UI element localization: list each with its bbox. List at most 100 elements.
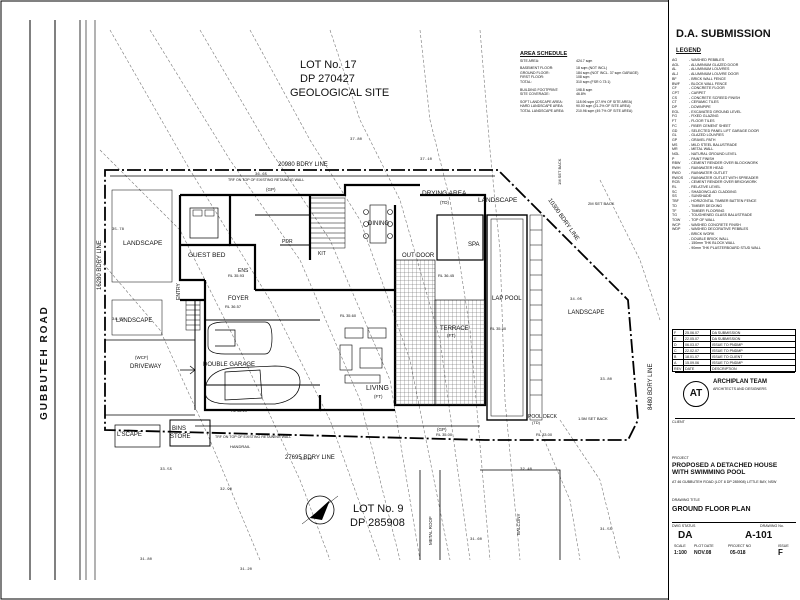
area-key: SOFT LANDSCAPE AREA: <box>520 99 563 104</box>
svg-text:RL 36.10: RL 36.10 <box>231 408 248 413</box>
svg-text:GEOLOGICAL SITE: GEOLOGICAL SITE <box>290 87 389 99</box>
svg-text:RL 35.93: RL 35.93 <box>228 273 245 278</box>
legend-item: TD- TIMBER DECKING <box>672 204 796 209</box>
legend-code: ALJ <box>672 72 679 77</box>
room-landscape-nw: LANDSCAPE <box>123 240 163 247</box>
svg-text:RL 36.45: RL 36.45 <box>438 273 455 278</box>
legend-description: - FIXED GLAZING <box>689 114 719 119</box>
area-key: TOTAL LANDSCAPE AREA: <box>520 108 565 113</box>
status-label: DWG STATUS <box>672 524 696 528</box>
room-landscape-e: LANDSCAPE <box>568 310 604 316</box>
room-entry: ENTRY <box>176 282 182 300</box>
legend-code: AL <box>672 67 677 72</box>
legend-description: - MILD STEEL BALUSTRADE <box>689 142 737 147</box>
legend-item: TG- TOUGHENED GLASS BALUSTRADE <box>672 213 796 218</box>
client-label: CLIENT <box>672 420 685 424</box>
svg-text:(WCF): (WCF) <box>135 355 149 360</box>
svg-text:32.40: 32.40 <box>520 468 533 472</box>
legend-code: TG <box>672 213 677 218</box>
drawing-no-label: DRAWING No. <box>760 524 784 528</box>
svg-text:DP 285908: DP 285908 <box>350 517 405 529</box>
room-landscape-ne: LANDSCAPE <box>478 197 518 204</box>
area-key: FIRST FLOOR: <box>520 75 545 80</box>
room-kit: KIT <box>318 251 326 257</box>
project-no-label: PROJECT NO <box>728 544 752 548</box>
legend-item: SC- SHADOWCLAD CLADDING <box>672 190 796 195</box>
legend-description: - GLAZED LOUVRES <box>689 133 724 138</box>
legend-description: - RAINWATER HEAD <box>689 166 724 171</box>
legend-description: - METAL WALL <box>689 147 714 152</box>
room-lscape: L'SCAPE <box>117 432 142 438</box>
legend-item: RBW- CEMENT RENDER OVER BLOCKWORK <box>672 161 796 166</box>
legend-code: RWOS <box>672 175 684 180</box>
room-terrace: TERRACE <box>440 326 469 332</box>
area-value: 184 sqm (NOT INCL. 37 sqm GARAGE) <box>576 70 639 75</box>
metal-roof-label: METAL ROOF <box>428 516 433 545</box>
retaining-top-label: TRF ON TOP OF EXISTING RETAINING WALL <box>228 178 304 182</box>
landscape-hatch-w <box>111 299 163 336</box>
terrace-tiles <box>394 259 436 406</box>
room-foyer: FOYER <box>228 296 249 302</box>
area-row: BUILDING FOOTPRINT:198.8 sqm <box>520 88 648 93</box>
legend-description: - GRAVEL PATH <box>689 137 716 142</box>
retaining-bottom-label: TRF ON TOP OF EXISTING RETAINING WALL <box>215 435 291 439</box>
legend-item: DP- DOWNPIPE <box>672 105 796 110</box>
legend-description: - CEMENT RENDER OVER BRICKWORK <box>689 180 757 185</box>
legend-item: GP - GRAVEL PATH <box>672 138 796 143</box>
north-arrow-icon <box>301 495 339 525</box>
area-key: SITE COVERAGE: <box>520 92 550 97</box>
area-row: FIRST FLOOR:108 sqm <box>520 75 648 80</box>
legend-description: - TOP OF WALL <box>689 217 716 222</box>
legend-code: CPT <box>672 90 680 95</box>
legend-item: CT- CERAMIC TILES <box>672 100 796 105</box>
svg-text:33.55: 33.55 <box>160 468 173 472</box>
legend-description: - BLOCK WALL FENCE <box>689 81 728 86</box>
dwg-status: DA <box>678 530 693 541</box>
legend-item: WCP- WASHED CONCRETE FINISH <box>672 223 796 228</box>
room-garage: DOUBLE GARAGE <box>203 362 255 368</box>
bins-store <box>169 419 211 447</box>
room-labels: LANDSCAPE GUEST BED ENS PDR KIT DINING D… <box>116 187 604 545</box>
legend-code: GP <box>672 137 678 142</box>
area-value: 90.00 sqm (21.2% OF SITE AREA) <box>576 104 631 109</box>
pool-deck-steps <box>529 214 543 421</box>
legend-description: - DOUBLE BRICK WALL <box>689 236 729 241</box>
svg-text:RL 33.00: RL 33.00 <box>536 432 553 437</box>
lot-south-label: LOT No. 9 DP 285908 <box>350 503 405 529</box>
legend-item: GL- GLAZED LOUVRES <box>672 133 796 138</box>
svg-text:(TD): (TD) <box>532 420 541 425</box>
boundary-top-label: 20980 BDRY LINE <box>278 162 328 168</box>
legend-code: RWO <box>672 170 681 175</box>
legend-item: CPT- CARPET <box>672 91 796 96</box>
legend-item: MR- METAL WALL <box>672 147 796 152</box>
legend-item: RCB- CEMENT RENDER OVER BRICKWORK <box>672 180 796 185</box>
legend-item: AG- WASHED PEBBLES <box>672 58 796 63</box>
legend-item: GD- SELECTED PANEL LIFT GARAGE DOOR <box>672 129 796 134</box>
legend-item: BWF- BLOCK WALL FENCE <box>672 82 796 87</box>
room-landscape-w: LANDSCAPE <box>116 318 152 324</box>
legend-code: RBW <box>672 161 681 166</box>
legend-code: SS <box>672 194 677 199</box>
legend-code: FT <box>672 119 677 124</box>
legend-item: P- PAINT FINISH <box>672 157 796 162</box>
legend-description: - HORIZONTAL TIMBER BATTEN FENCE <box>689 199 757 204</box>
legend-description: - NATURAL GROUND LEVEL <box>689 152 737 157</box>
bed <box>189 207 219 239</box>
firm-name: ARCHIPLAN TEAM <box>713 379 767 385</box>
property-boundary <box>104 169 639 441</box>
legend-description: - SELECTED PANEL LIFT GARAGE DOOR <box>689 128 760 133</box>
legend-code: WDP <box>672 227 681 232</box>
area-key: TOTAL: <box>520 79 532 84</box>
svg-text:RL 35.60: RL 35.60 <box>340 313 357 318</box>
legend-description: - TIMBER DECKING <box>689 203 723 208</box>
area-row: TOTAL LANDSCAPE AREA:210.96 sqm (49.7% O… <box>520 109 648 114</box>
room-bins: BINS <box>172 426 186 432</box>
legend-code: SC <box>672 189 677 194</box>
svg-text:31.20: 31.20 <box>240 568 253 572</box>
legend-description: - WASHED CONCRETE FINISH <box>689 222 741 227</box>
legend-description: - FIBER CEMENT SHEET <box>689 123 731 128</box>
legend-description: - 90mm THK PLASTERBOARD STUD WALL <box>689 246 761 251</box>
area-row: GROUND FLOOR:184 sqm (NOT INCL. 37 sqm G… <box>520 71 648 76</box>
legend-code: CS <box>672 95 677 100</box>
